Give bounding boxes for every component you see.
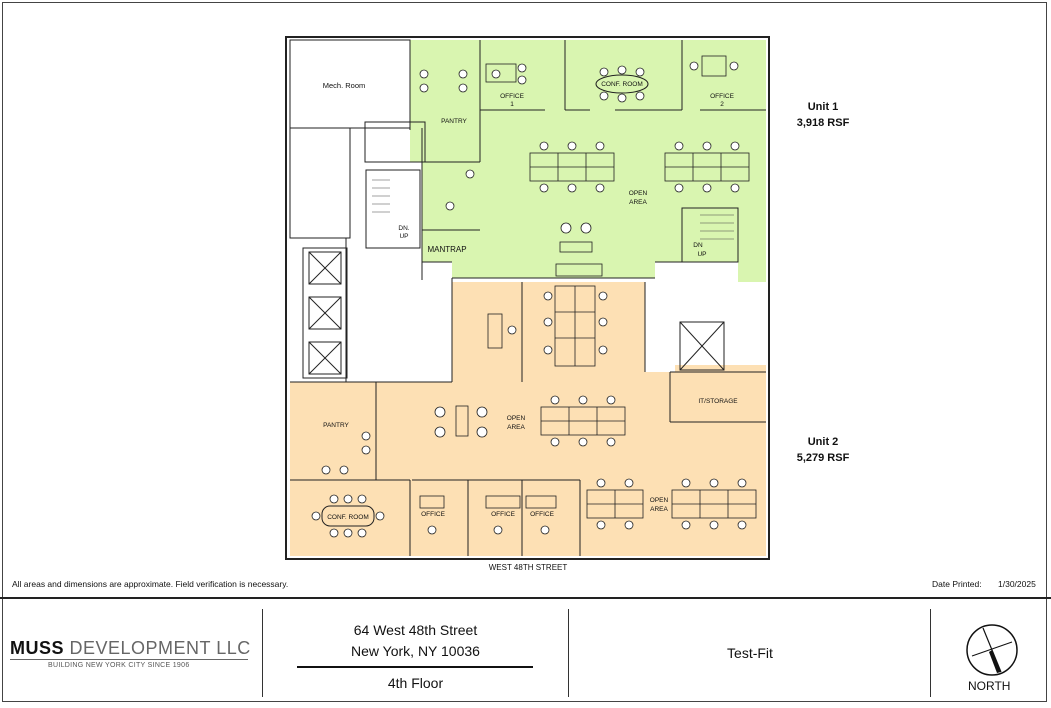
unit1-name: Unit 1 [807,101,839,113]
floor-plan: Mech. Room PANTRY OFFICE 1 CONF. ROOM OF… [285,36,770,572]
outer-wall [285,36,770,560]
label-stair-1: DN. [398,225,409,232]
divider-1 [262,609,263,697]
unit2-area-value: 5,279 RSF [796,452,850,464]
label-conf-room-2: CONF. ROOM [327,514,369,521]
north-label: NORTH [968,679,1011,693]
label-office-b: OFFICE [491,511,515,518]
unit1-area-value: 3,918 RSF [796,117,850,129]
company-tagline: BUILDING NEW YORK CITY SINCE 1906 [48,662,190,669]
label-open-area-3b: AREA [650,506,668,513]
label-stair-2b: UP [697,251,706,258]
divider-3 [930,609,931,697]
sheet-title: Test-Fit [727,645,773,661]
street-label: WEST 48TH STREET [489,563,568,572]
label-open-area-1: OPEN [629,190,648,197]
label-office-2: OFFICE [710,93,734,100]
workstations-u2 [455,55,757,519]
label-open-area-3: OPEN [650,497,669,504]
label-open-area-1b: AREA [629,199,647,206]
disclaimer: All areas and dimensions are approximate… [12,579,289,589]
logo-underline [10,659,248,660]
company-name-light: DEVELOPMENT LLC [64,638,251,658]
unit1-label: Unit 1 3,918 RSF [786,99,860,131]
unit2-name: Unit 2 [807,436,839,448]
label-pantry-2: PANTRY [323,422,349,429]
title-block [0,597,1051,708]
company-logo: MUSS DEVELOPMENT LLC [10,638,251,659]
address-rule [297,666,533,668]
workstations-u1 [529,152,750,277]
address-line-2: New York, NY 10036 [351,643,480,659]
conf-table-1 [595,74,649,94]
floor-label: 4th Floor [387,675,444,691]
elevator-shafts [308,251,342,375]
label-office-2-num: 2 [720,101,724,108]
north-arrow-icon [966,624,1018,676]
unit2-label: Unit 2 5,279 RSF [786,434,860,466]
divider-2 [568,609,569,697]
office-desks [419,495,557,509]
stair-treads [372,179,734,240]
label-open-area-2: OPEN [507,415,526,422]
label-office-a: OFFICE [421,511,445,518]
company-name-bold: MUSS [10,638,65,658]
date-printed-value: 1/30/2025 [998,579,1036,589]
label-mantrap: MANTRAP [427,245,466,254]
date-printed-label: Date Printed: [932,579,982,589]
label-open-area-2b: AREA [507,424,525,431]
label-stair-1b: UP [399,233,408,240]
chairs [311,61,747,538]
label-office-1: OFFICE [500,93,524,100]
label-stair-2: DN [693,242,703,249]
unit1-area [410,40,766,282]
conf-table-2 [321,505,375,527]
label-mech-room: Mech. Room [323,81,366,90]
unit2-area [290,282,766,556]
label-pantry-1: PANTRY [441,118,467,125]
label-office-1-num: 1 [510,101,514,108]
address-line-1: 64 West 48th Street [353,622,478,638]
label-conf-room-1: CONF. ROOM [601,81,643,88]
label-it-storage: IT/STORAGE [698,398,738,405]
label-office-c: OFFICE [530,511,554,518]
